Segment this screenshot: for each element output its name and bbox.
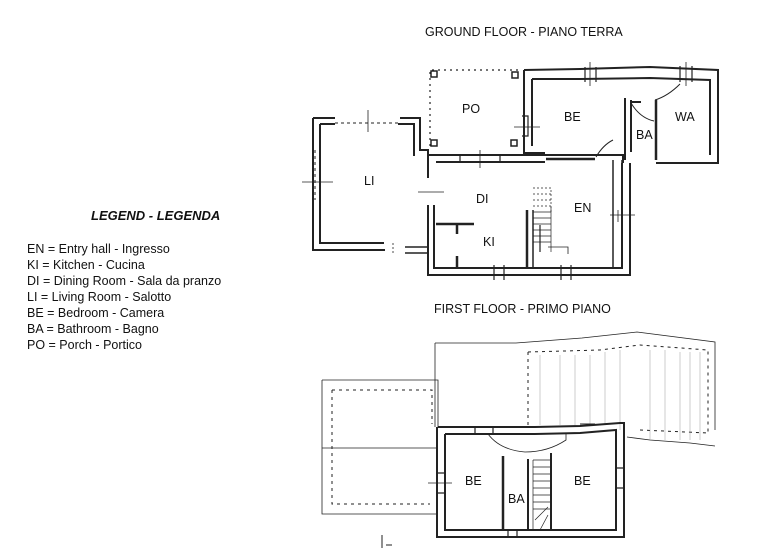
legend-item-be: BE = Bedroom - Camera <box>27 306 165 320</box>
legend-item-en: EN = Entry hall - Ingresso <box>27 242 170 256</box>
room-label-po: PO <box>462 102 481 116</box>
room-label-be: BE <box>564 110 581 124</box>
legend-item-di: DI = Dining Room - Sala da pranzo <box>27 274 222 288</box>
legend-item-li: LI = Living Room - Salotto <box>27 290 172 304</box>
room-label-ba: BA <box>636 128 653 142</box>
room-label-be-right: BE <box>574 474 591 488</box>
room-label-ki: KI <box>483 235 495 249</box>
room-label-di: DI <box>476 192 489 206</box>
room-label-li: LI <box>364 174 375 188</box>
legend-item-ki: KI = Kitchen - Cucina <box>27 258 145 272</box>
first-floor-title: FIRST FLOOR - PRIMO PIANO <box>434 302 611 316</box>
legend-list: EN = Entry hall - Ingresso KI = Kitchen … <box>27 241 221 353</box>
legend-item-po: PO = Porch - Portico <box>27 338 142 352</box>
room-label-en: EN <box>574 201 592 215</box>
legend-item-ba: BA = Bathroom - Bagno <box>27 322 159 336</box>
legend-title: LEGEND - LEGENDA <box>91 208 221 223</box>
room-label-be-left: BE <box>465 474 482 488</box>
ground-floor-title: GROUND FLOOR - PIANO TERRA <box>425 25 623 39</box>
room-label-wa: WA <box>675 110 695 124</box>
room-label-ba-first: BA <box>508 492 525 506</box>
